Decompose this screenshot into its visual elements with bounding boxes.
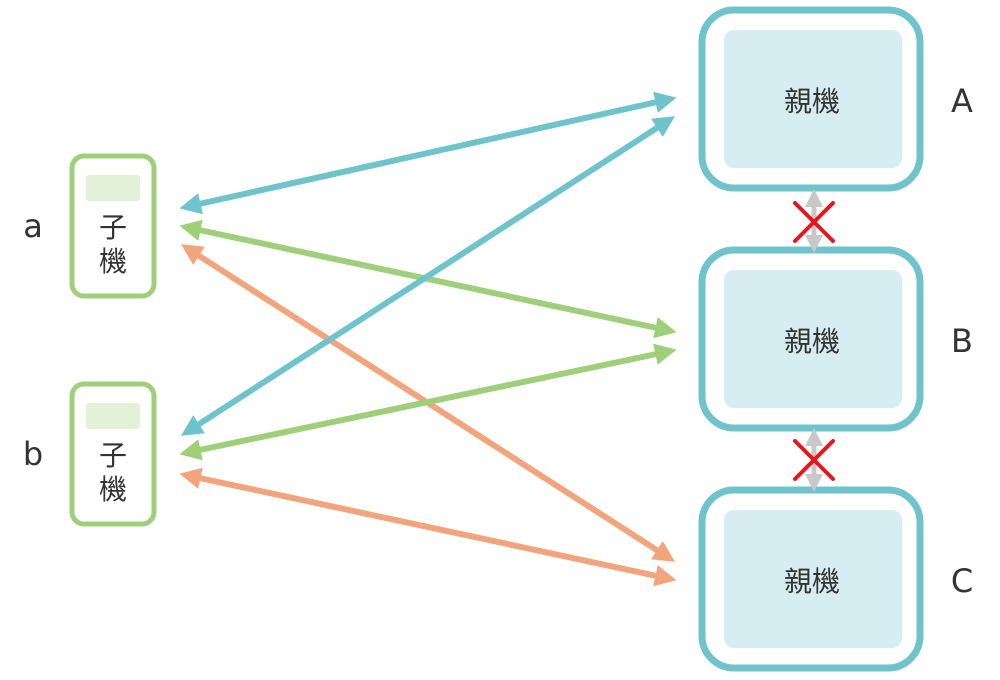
- parent-label-C: 親機: [784, 565, 840, 598]
- parent-letter-B: B: [951, 322, 973, 360]
- link-b-C: [179, 467, 677, 587]
- child-label-b-line1: 子: [99, 439, 127, 472]
- child-device-b: 子 機: [69, 381, 157, 527]
- blocked-link-B-C: [793, 428, 835, 492]
- parent-device-C: 親機: [698, 486, 924, 672]
- link-b-B: [179, 343, 677, 461]
- cross-mark-icon: [793, 439, 835, 481]
- child-letter-a: a: [23, 207, 43, 245]
- parent-label-A: 親機: [784, 85, 840, 118]
- link-a-A: [179, 91, 677, 215]
- parent-label-B: 親機: [784, 325, 840, 358]
- parent-device-B: 親機: [698, 246, 924, 432]
- parent-device-A: 親機: [698, 6, 924, 192]
- child-letter-b: b: [23, 435, 43, 473]
- parent-letter-A: A: [951, 82, 973, 120]
- child-device-a: 子 機: [69, 153, 157, 299]
- cross-mark-icon: [793, 201, 835, 243]
- blocked-link-A-B: [793, 189, 835, 253]
- child-label-b-line2: 機: [99, 473, 127, 506]
- link-b-A: [180, 116, 676, 436]
- child-label-a-line1: 子: [99, 211, 127, 244]
- connection-links: [179, 91, 677, 587]
- child-label-a-line2: 機: [99, 245, 127, 278]
- parent-letter-C: C: [951, 562, 973, 600]
